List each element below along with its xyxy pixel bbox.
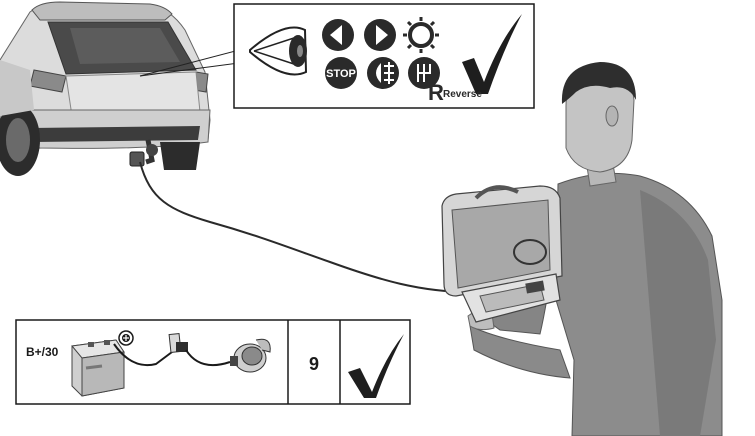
lights-check-callout: STOP R Reverse [233, 3, 535, 109]
car-rear [0, 1, 211, 176]
svg-text:STOP: STOP [326, 68, 356, 80]
checkmark-icon [462, 14, 522, 94]
tester-case [441, 185, 563, 323]
reverse-gear-icon: R Reverse [408, 57, 482, 105]
svg-text:Reverse: Reverse [443, 89, 482, 100]
stop-light-icon: STOP [325, 57, 357, 89]
terminal-label: B+/30 [26, 345, 59, 359]
eye-icon [249, 26, 308, 76]
trailer-socket [129, 151, 145, 167]
socket-connector [230, 338, 271, 373]
fog-light-icon [367, 57, 399, 89]
plus-terminal-icon [118, 330, 134, 346]
svg-text:R: R [428, 80, 444, 105]
pin-number: 9 [309, 354, 319, 374]
battery-connection-panel: B+/30 [15, 319, 411, 405]
right-indicator-icon [364, 19, 396, 51]
fuse-connector [168, 332, 188, 354]
battery [71, 339, 125, 397]
left-indicator-icon [322, 19, 354, 51]
tail-light-icon [403, 17, 439, 53]
test-cable [139, 161, 471, 293]
checkmark-icon [348, 334, 404, 398]
